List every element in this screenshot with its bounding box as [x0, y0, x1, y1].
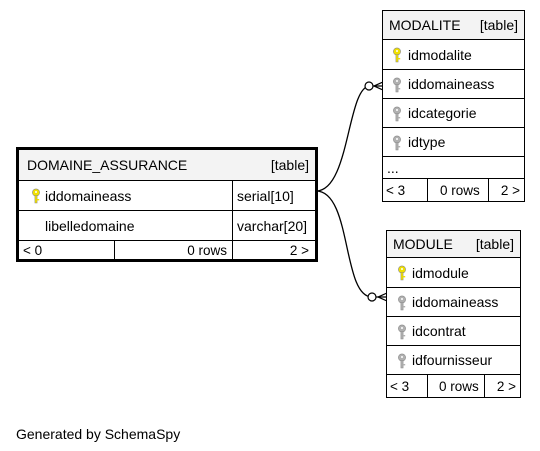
more-columns: ...	[383, 156, 524, 178]
table-header: MODULE [table]	[387, 231, 520, 257]
row-count: 0 rows	[439, 378, 479, 394]
column-name: idtype	[408, 134, 446, 150]
column-row[interactable]: libelledomaine varchar[20]	[19, 210, 315, 240]
column-name: iddomaineass	[408, 76, 495, 92]
column-name: idcategorie	[408, 105, 477, 121]
row-count: 0 rows	[440, 182, 480, 198]
table-kind: [table]	[475, 236, 514, 252]
foreign-key-icon	[390, 77, 404, 93]
column-type: varchar[20]	[237, 217, 308, 234]
table-footer: < 3 0 rows 2 >	[387, 374, 520, 397]
column-row[interactable]: idmodalite	[383, 39, 524, 69]
column-name: idmodalite	[408, 46, 472, 63]
table-footer: < 0 0 rows 2 >	[19, 240, 315, 259]
foreign-key-icon	[390, 135, 404, 151]
edge-module-domaine	[315, 190, 387, 298]
parents-count: < 3	[386, 182, 406, 198]
edge-crowfoot-marker	[376, 292, 388, 302]
children-count: 2 >	[500, 182, 520, 198]
column-row[interactable]: iddomaineass serial[10]	[19, 180, 315, 210]
parents-count: < 3	[390, 378, 410, 394]
column-row[interactable]: idmodule	[387, 257, 520, 287]
ellipsis-text: ...	[387, 159, 399, 176]
foreign-key-icon	[390, 106, 404, 122]
table-footer: < 3 0 rows 2 >	[383, 178, 524, 201]
foreign-key-icon	[395, 324, 409, 340]
edge-crowfoot-marker	[372, 81, 384, 91]
primary-key-icon	[29, 188, 43, 204]
edge-optional-marker	[364, 81, 374, 91]
table-module[interactable]: MODULE [table] idmodule iddomaineass idc…	[386, 230, 521, 398]
table-modalite[interactable]: MODALITE [table] idmodalite iddomaineass…	[382, 10, 525, 202]
children-count: 2 >	[289, 242, 309, 258]
table-name: MODULE	[393, 236, 453, 252]
column-name: idfournisseur	[412, 352, 493, 368]
row-count: 0 rows	[187, 242, 227, 258]
parents-count: < 0	[23, 242, 43, 258]
primary-key-icon	[390, 47, 404, 63]
column-row[interactable]: idcontrat	[387, 316, 520, 345]
column-row[interactable]: iddomaineass	[383, 69, 524, 98]
children-count: 2 >	[496, 378, 516, 394]
column-name: idcontrat	[412, 323, 466, 339]
column-name: iddomaineass	[412, 294, 499, 310]
edge-modalite-domaine	[315, 85, 383, 192]
foreign-key-icon	[395, 353, 409, 369]
column-row[interactable]: iddomaineass	[387, 287, 520, 316]
table-domaine-assurance[interactable]: DOMAINE_ASSURANCE [table] iddomaineass s…	[16, 147, 318, 262]
table-name: DOMAINE_ASSURANCE	[27, 157, 188, 173]
generated-by-footer: Generated by SchemaSpy	[16, 426, 181, 442]
foreign-key-icon	[395, 295, 409, 311]
column-name: libelledomaine	[45, 217, 135, 234]
table-header: DOMAINE_ASSURANCE [table]	[19, 150, 315, 180]
column-name: iddomaineass	[45, 187, 132, 204]
table-header: MODALITE [table]	[383, 11, 524, 39]
column-name: idmodule	[412, 264, 469, 281]
column-row[interactable]: idfournisseur	[387, 345, 520, 374]
column-row[interactable]: idtype	[383, 127, 524, 156]
edge-optional-marker	[367, 292, 377, 302]
primary-key-icon	[395, 265, 409, 281]
column-type: serial[10]	[237, 187, 294, 204]
table-kind: [table]	[479, 17, 518, 33]
table-name: MODALITE	[389, 17, 461, 33]
table-kind: [table]	[270, 157, 309, 173]
column-row[interactable]: idcategorie	[383, 98, 524, 127]
